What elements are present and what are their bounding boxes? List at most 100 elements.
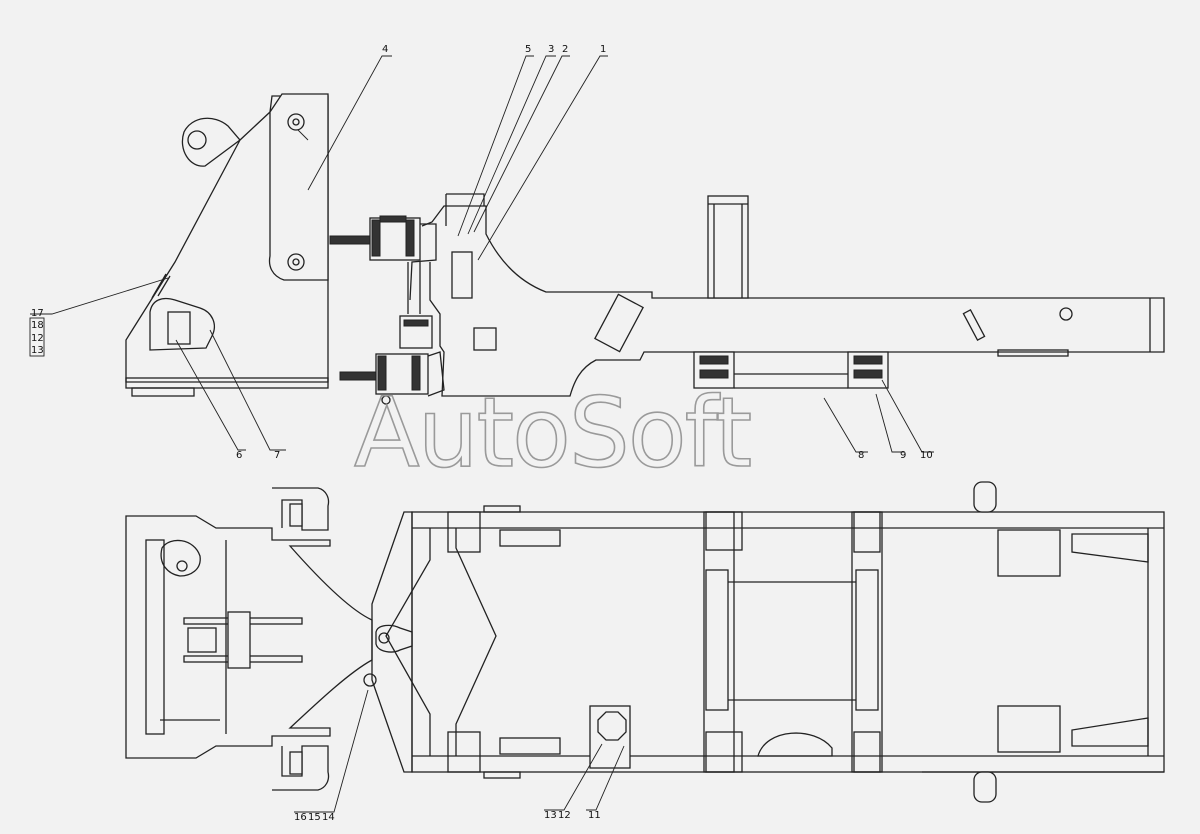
rear-v-right	[455, 528, 497, 756]
callout-1: 1	[600, 44, 606, 55]
plan-view	[125, 481, 1165, 803]
rear-frame-side	[421, 205, 1165, 397]
axle-mount-right-hatch-2	[853, 369, 883, 379]
lower-pin-inner	[292, 258, 300, 266]
top-slot-1	[499, 529, 561, 547]
front-left-rail	[145, 539, 165, 735]
rear-taper-top	[1071, 533, 1149, 563]
bracket-pin-block	[167, 311, 191, 345]
axle-mount-left-hatch	[699, 355, 729, 365]
cross-member-right-pad-bottom	[853, 731, 881, 773]
lower-hinge-pin	[381, 395, 391, 405]
callout-8: 8	[858, 450, 864, 461]
upper-hinge-rod	[329, 235, 371, 245]
center-spacer-hatch	[403, 319, 429, 327]
rear-frame-top-step	[446, 193, 485, 206]
callout-16: 16	[294, 812, 307, 823]
callout-12-side: 12	[31, 333, 44, 344]
leader-1	[477, 55, 608, 261]
inspection-plate	[589, 705, 631, 769]
leader-5	[457, 55, 534, 237]
lower-hinge-hatch-1	[377, 355, 387, 391]
callout-leaders	[29, 55, 934, 813]
callout-labels: 4 5 3 2 1 17 18 12 13 6 7 8 9 10 13 12 1…	[31, 44, 933, 823]
cross-member-left-pad-bottom	[705, 731, 743, 773]
callout-10: 10	[920, 450, 933, 461]
front-hook	[160, 539, 201, 577]
lower-hinge-bracket	[427, 351, 445, 397]
cross-member-left-pad-top	[705, 511, 743, 551]
leader-2	[473, 55, 570, 233]
articulation-lower-pin	[363, 673, 377, 687]
cylinder-bracket	[149, 297, 215, 351]
callout-13-side: 13	[31, 345, 44, 356]
callout-12-plan: 12	[558, 810, 571, 821]
callout-18: 18	[31, 320, 44, 331]
axle-clamp-right	[855, 569, 879, 711]
lift-arm-pin-hole	[187, 130, 207, 150]
leader-4	[307, 55, 392, 191]
leader-11	[586, 745, 625, 811]
upper-hinge-cap	[379, 215, 407, 223]
leader-16-15-14	[294, 689, 369, 813]
base-foot	[131, 387, 195, 397]
callout-7: 7	[274, 450, 280, 461]
rear-taper-bottom	[1071, 717, 1149, 747]
leader-17	[30, 277, 169, 315]
bottom-rail-pad	[447, 731, 481, 773]
top-rail-pad	[447, 511, 481, 553]
callout-5: 5	[525, 44, 531, 55]
vertical-post	[707, 195, 749, 299]
side-view	[125, 93, 1165, 405]
bottom-bump	[483, 771, 521, 779]
leader-6	[175, 339, 246, 451]
cross-member-right-pad-top	[853, 511, 881, 553]
base-plate	[125, 377, 329, 389]
rear-right-pad-bottom	[997, 705, 1061, 753]
rear-bottom-pad	[997, 349, 1069, 357]
callout-14: 14	[322, 812, 335, 823]
callout-6: 6	[236, 450, 242, 461]
leader-10	[881, 379, 934, 453]
axle-clamp-left	[705, 569, 729, 711]
front-lug-top-pin	[289, 503, 303, 527]
top-bump	[483, 505, 521, 513]
callout-9: 9	[900, 450, 906, 461]
callout-15: 15	[308, 812, 321, 823]
mount-plate	[451, 251, 473, 299]
tow-lug-top	[973, 481, 997, 513]
front-lug-bottom-pin	[289, 751, 303, 775]
watermark-text: AutoSoft	[354, 377, 751, 489]
leader-8	[823, 397, 868, 453]
articulation-plate	[375, 624, 413, 653]
leader-13-12	[544, 743, 603, 811]
tow-lug-bottom	[973, 771, 997, 803]
side-plate	[268, 93, 329, 281]
callout-4: 4	[382, 44, 388, 55]
leader-9	[875, 393, 904, 453]
cylinder-end	[187, 627, 217, 653]
leader-7	[209, 329, 286, 451]
articulation-pin	[378, 632, 390, 644]
lower-hinge-hatch-2	[411, 355, 421, 391]
callout-3: 3	[548, 44, 554, 55]
axle-mount-left-hatch-2	[699, 369, 729, 379]
upper-pin	[287, 113, 305, 131]
axle-mount-right-hatch	[853, 355, 883, 365]
rear-right-pad-top	[997, 529, 1061, 577]
hose-line	[157, 275, 171, 297]
lower-pin	[287, 253, 305, 271]
rear-hole	[1059, 307, 1073, 321]
callout-11: 11	[588, 810, 601, 821]
plate-edge	[297, 129, 309, 141]
rear-frame-plan	[411, 511, 1165, 773]
callout-box-left	[29, 317, 45, 357]
cylinder-block	[227, 611, 251, 669]
upper-hinge-bracket	[409, 223, 437, 301]
callout-13-plan: 13	[544, 810, 557, 821]
leader-3	[467, 55, 556, 235]
upper-hinge-hatch-2	[405, 219, 415, 257]
front-hook-hole	[176, 560, 188, 572]
upper-hinge-hatch-1	[371, 219, 381, 257]
